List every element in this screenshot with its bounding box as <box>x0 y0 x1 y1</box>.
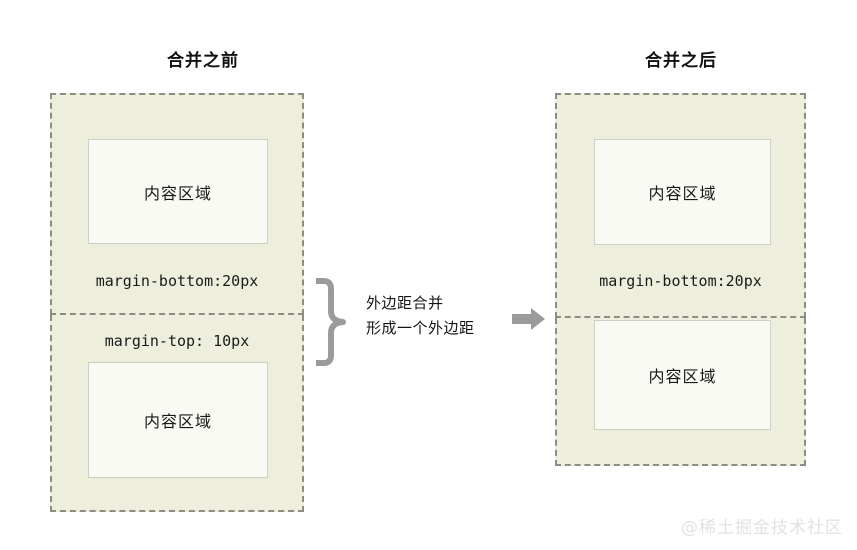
merge-annotation: 外边距合并 形成一个外边距 <box>366 291 516 341</box>
before-top-content-area: 内容区域 <box>88 139 268 244</box>
before-bottom-content-area: 内容区域 <box>88 362 268 478</box>
panel-title-before: 合并之前 <box>167 51 239 71</box>
watermark: @稀土掘金技术社区 <box>681 518 843 538</box>
before-margin-bottom-label: margin-bottom:20px <box>95 272 259 290</box>
after-top-content-area: 内容区域 <box>594 139 771 245</box>
arrow-right-icon <box>512 308 545 330</box>
after-bottom-content-area: 内容区域 <box>594 320 771 430</box>
merge-annotation-line1: 外边距合并 <box>366 294 444 312</box>
merge-annotation-line2: 形成一个外边距 <box>366 319 475 337</box>
curly-brace-icon <box>316 278 346 366</box>
panel-title-after: 合并之后 <box>645 51 717 71</box>
after-margin-bottom-label: margin-bottom:20px <box>599 272 762 290</box>
before-margin-top-label: margin-top: 10px <box>104 332 250 350</box>
